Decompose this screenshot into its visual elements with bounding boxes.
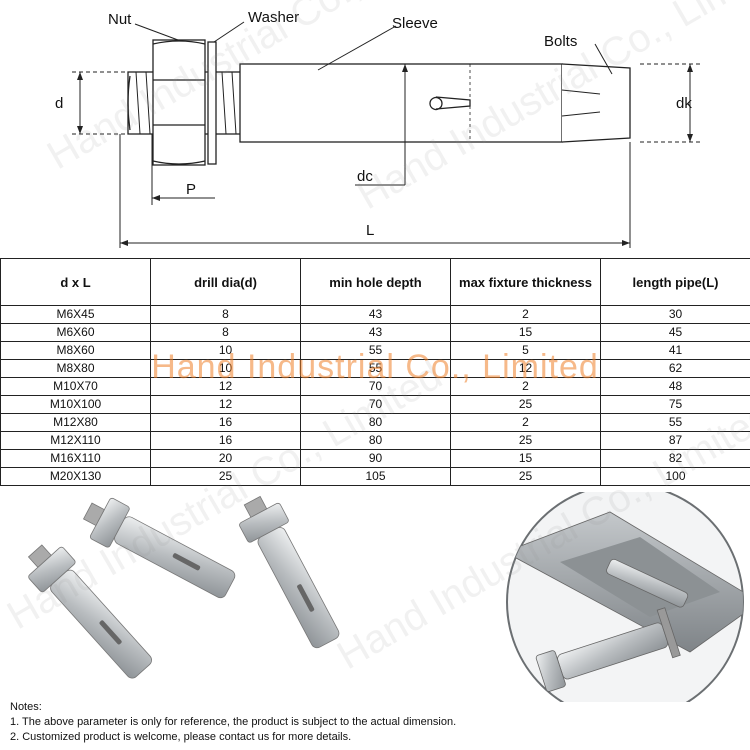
header-max-fixture-thickness: max fixture thickness <box>450 258 601 306</box>
table-cell: M20X130 <box>0 467 151 486</box>
anchor-bolt-diagram: Nut Washer Sleeve Bolts d dk dc P L <box>55 9 700 248</box>
nut-label: Nut <box>108 11 132 28</box>
table-cell: 12 <box>150 395 301 414</box>
table-cell: 16 <box>150 413 301 432</box>
table-cell: 2 <box>450 377 601 396</box>
sleeve-label: Sleeve <box>392 15 438 32</box>
note-item: 2. Customized product is welcome, please… <box>10 731 352 743</box>
table-cell: 87 <box>600 431 750 450</box>
nut <box>152 39 206 166</box>
table-cell: 20 <box>150 449 301 468</box>
table-cell: M10X70 <box>0 377 151 396</box>
table-cell: 80 <box>300 431 451 450</box>
table-cell: 43 <box>300 323 451 342</box>
table-cell: M12X110 <box>0 431 151 450</box>
table-cell: 100 <box>600 467 750 486</box>
table-cell: 8 <box>150 323 301 342</box>
note-item: 1. The above parameter is only for refer… <box>10 716 457 728</box>
table-cell: 25 <box>150 467 301 486</box>
d-dimension-label: d <box>55 95 63 112</box>
table-cell: 80 <box>300 413 451 432</box>
table-cell: 25 <box>450 467 601 486</box>
table-cell: 15 <box>450 323 601 342</box>
table-cell: 5 <box>450 341 601 360</box>
table-cell: M16X110 <box>0 449 151 468</box>
washer <box>207 41 217 165</box>
table-cell: 16 <box>150 431 301 450</box>
table-cell: M8X80 <box>0 359 151 378</box>
anchor-bolt-photo-1 <box>82 497 236 599</box>
product-photos <box>27 492 744 702</box>
sleeve <box>239 63 631 143</box>
table-cell: 30 <box>600 305 750 324</box>
table-cell: 105 <box>300 467 451 486</box>
table-cell: 82 <box>600 449 750 468</box>
header-length-pipe: length pipe(L) <box>600 258 750 306</box>
p-dimension-label: P <box>186 181 196 198</box>
header-min-hole-depth: min hole depth <box>300 258 451 306</box>
table-header-row: d x L drill dia(d) min hole depth max fi… <box>0 258 750 306</box>
table-cell: M6X60 <box>0 323 151 342</box>
table-cell: 75 <box>600 395 750 414</box>
table-cell: 2 <box>450 305 601 324</box>
table-cell: 48 <box>600 377 750 396</box>
table-cell: 2 <box>450 413 601 432</box>
table-cell: 62 <box>600 359 750 378</box>
header-d-x-l: d x L <box>0 258 151 306</box>
table-cell: M10X100 <box>0 395 151 414</box>
spec-table: d x L drill dia(d) min hole depth max fi… <box>0 258 750 486</box>
notes: Notes: 1. The above parameter is only fo… <box>10 700 456 745</box>
table-cell: M8X60 <box>0 341 151 360</box>
header-drill-dia: drill dia(d) <box>150 258 301 306</box>
table-cell: 12 <box>450 359 601 378</box>
anchor-bolt-photo-2 <box>27 544 152 679</box>
dc-dimension-label: dc <box>357 168 373 185</box>
table-cell: M6X45 <box>0 305 151 324</box>
washer-label: Washer <box>248 9 299 26</box>
l-dimension-label: L <box>366 222 374 239</box>
dk-dimension-label: dk <box>676 95 692 112</box>
table-cell: 55 <box>300 341 451 360</box>
anchor-bolt-photo-3 <box>239 495 340 649</box>
table-cell: 43 <box>300 305 451 324</box>
dimension-arrows <box>77 64 693 246</box>
table-cell: 15 <box>450 449 601 468</box>
notes-title: Notes: <box>10 701 42 713</box>
table-cell: 45 <box>600 323 750 342</box>
table-cell: 41 <box>600 341 750 360</box>
table-cell: 10 <box>150 341 301 360</box>
table-cell: 70 <box>300 395 451 414</box>
table-cell: 55 <box>600 413 750 432</box>
table-cell: 12 <box>150 377 301 396</box>
table-cell: 25 <box>450 431 601 450</box>
table-cell: 70 <box>300 377 451 396</box>
table-cell: 25 <box>450 395 601 414</box>
table-cell: M12X80 <box>0 413 151 432</box>
bolts-label: Bolts <box>544 33 577 50</box>
table-cell: 90 <box>300 449 451 468</box>
application-circle <box>506 492 744 702</box>
table-cell: 10 <box>150 359 301 378</box>
table-cell: 8 <box>150 305 301 324</box>
dimension-lines <box>72 21 700 248</box>
table-cell: 55 <box>300 359 451 378</box>
